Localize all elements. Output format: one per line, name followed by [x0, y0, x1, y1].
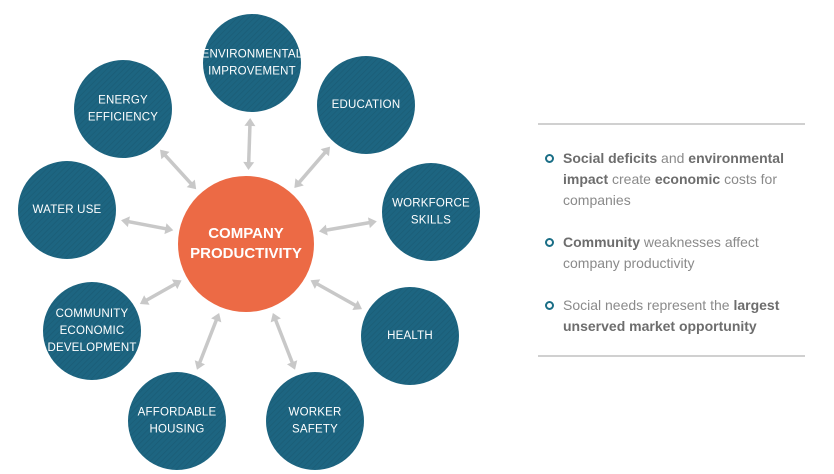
double-arrow-icon	[243, 117, 256, 171]
bullet-item-1: Social deficits and environmental impact…	[538, 148, 805, 211]
double-arrow-icon	[121, 216, 174, 235]
node-label: EDUCATION	[332, 99, 401, 111]
double-arrow-icon	[160, 149, 197, 190]
node-circle	[128, 372, 226, 470]
node-circle	[317, 56, 415, 154]
bullet-text-1: Social deficits and environmental impact…	[563, 150, 784, 208]
node-circle	[43, 282, 141, 380]
bullet-text-2: Community weaknesses affect company prod…	[563, 234, 759, 271]
bullet-item-2: Community weaknesses affect company prod…	[538, 232, 805, 274]
key-points-panel: Social deficits and environmental impact…	[538, 123, 805, 357]
node-water-use: WATER USE	[18, 161, 116, 259]
bullet-icon	[545, 301, 554, 310]
double-arrow-icon	[194, 312, 222, 370]
bullet-icon	[545, 154, 554, 163]
node-circle	[266, 372, 364, 470]
double-arrow-icon	[270, 312, 298, 370]
double-arrow-icon	[310, 279, 363, 310]
double-arrow-icon	[318, 217, 377, 236]
node-circle	[382, 163, 480, 261]
bullet-item-3: Social needs represent the largest unser…	[538, 295, 805, 337]
node-label: WATER USE	[33, 204, 102, 216]
connector-arrows	[121, 117, 377, 370]
node-circle	[74, 60, 172, 158]
bullet-text-3: Social needs represent the largest unser…	[563, 297, 780, 334]
node-health: HEALTH	[361, 287, 459, 385]
bullet-icon	[545, 238, 554, 247]
double-arrow-icon	[139, 279, 182, 305]
node-label: HEALTH	[387, 330, 433, 342]
double-arrow-icon	[294, 146, 331, 188]
center-circle	[178, 176, 314, 312]
node-circle	[18, 161, 116, 259]
node-education: EDUCATION	[317, 56, 415, 154]
node-circle	[361, 287, 459, 385]
node-circle	[203, 14, 301, 112]
